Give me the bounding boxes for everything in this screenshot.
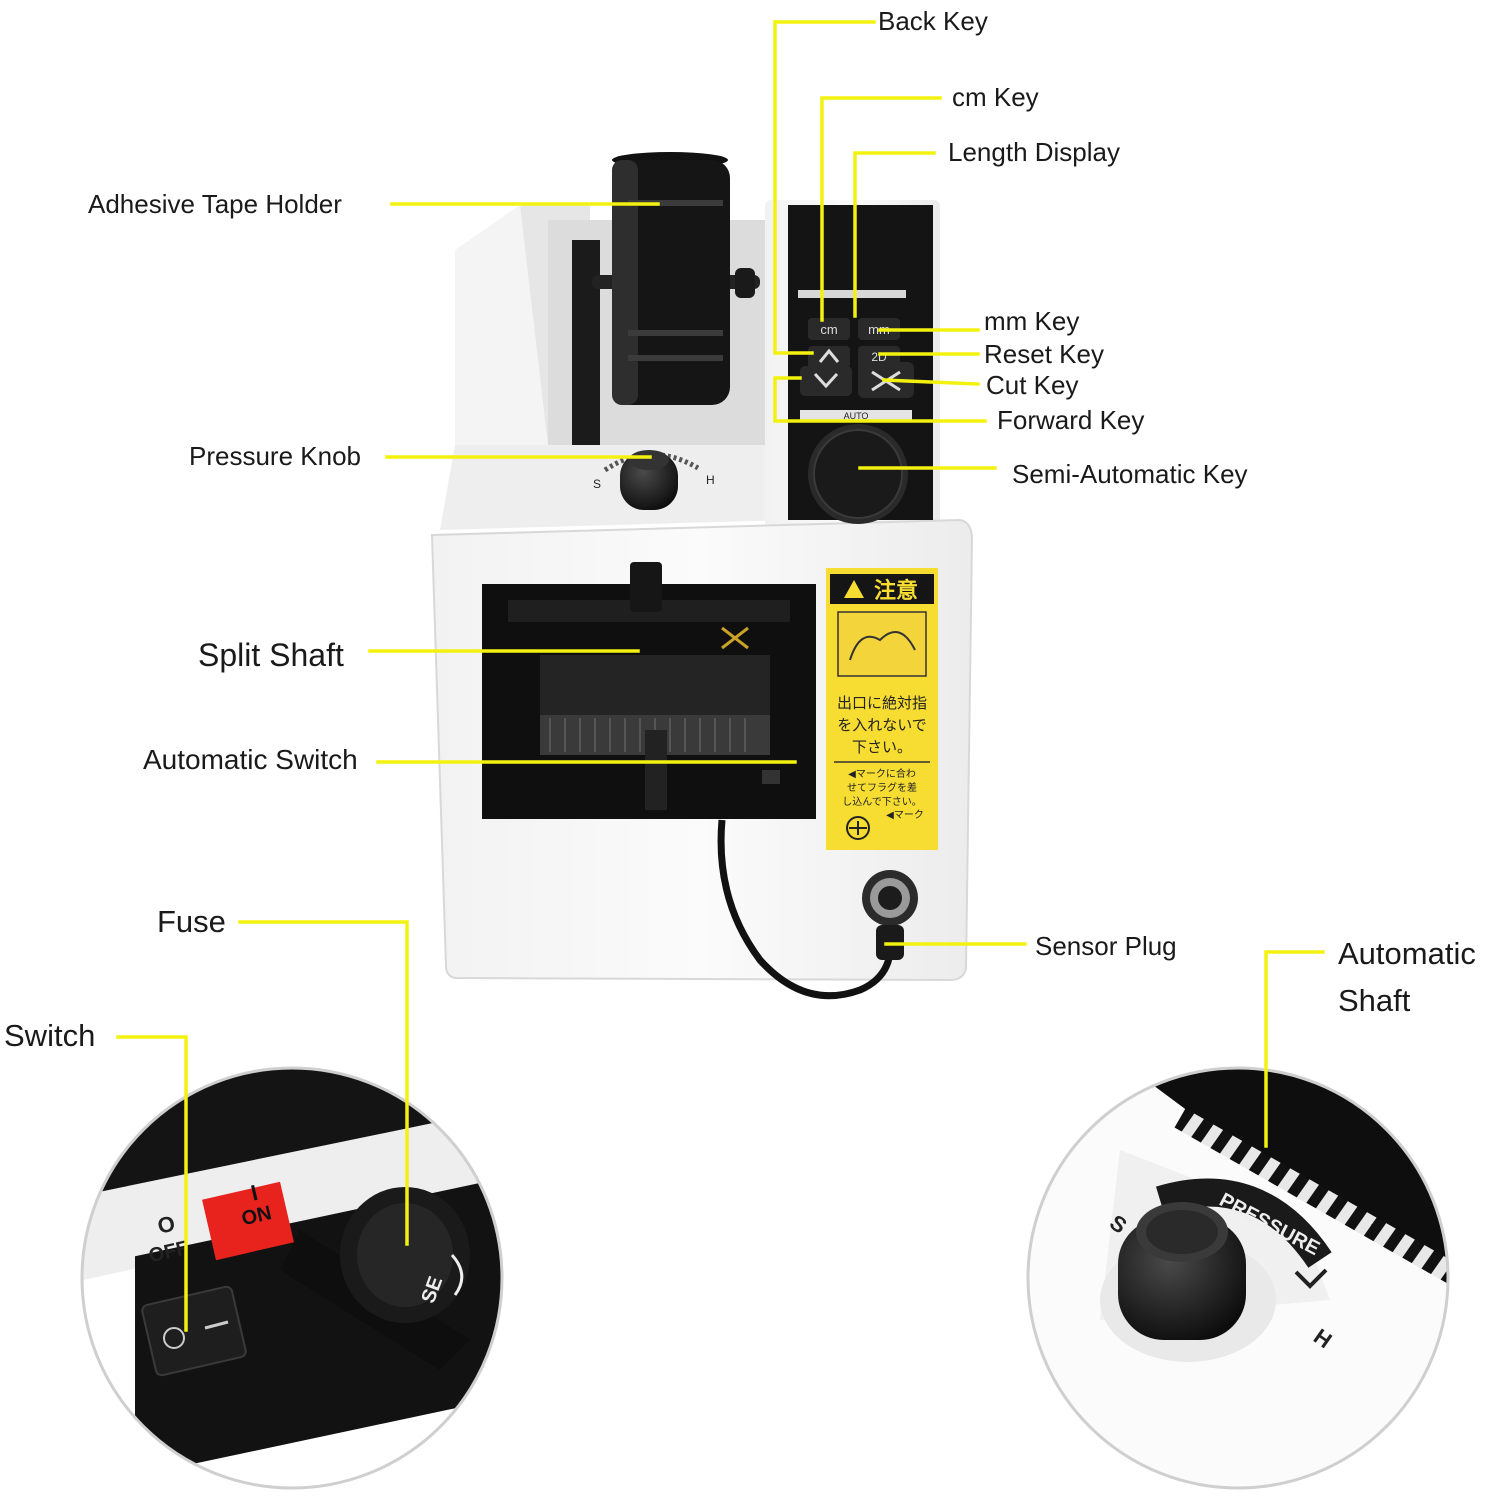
- warning-small-2: せてフラグを差: [847, 781, 917, 794]
- warning-line-1: 出口に絶対指: [837, 695, 927, 712]
- label-sensor-plug: Sensor Plug: [1035, 931, 1177, 961]
- leader-cm-key: [820, 96, 942, 322]
- keypad-reset-marking: 2D: [871, 350, 887, 364]
- dispensing-window: [482, 562, 816, 819]
- leader-back-key: [773, 20, 876, 355]
- sensor-cable: [717, 819, 918, 1000]
- label-forward-key: Forward Key: [997, 405, 1145, 435]
- control-panel: cm mm 2D AUTO: [788, 205, 933, 524]
- leader-switch: [116, 1035, 188, 1332]
- label-length-display: Length Display: [948, 137, 1120, 167]
- pressure-knob-main: S H: [593, 450, 715, 510]
- label-automatic-shaft-line-2: Shaft: [1338, 983, 1411, 1018]
- label-back-key: Back Key: [878, 6, 988, 36]
- leader-cut-key: [882, 378, 980, 386]
- keypad-cm-marking: cm: [820, 322, 837, 337]
- label-pressure-knob: Pressure Knob: [189, 441, 361, 471]
- label-adhesive-tape-holder: Adhesive Tape Holder: [88, 189, 342, 219]
- knob-h-marking: H: [706, 473, 715, 487]
- label-automatic-shaft-line-1: Automatic: [1338, 936, 1476, 971]
- label-semi-automatic-key: Semi-Automatic Key: [1012, 459, 1248, 489]
- leader-fuse: [238, 920, 409, 1246]
- warning-small-4: ◀マーク: [886, 809, 924, 821]
- label-fuse: Fuse: [157, 904, 226, 939]
- warning-small-1: ◀マークに合わ: [848, 767, 916, 780]
- tape-reel: [592, 152, 760, 405]
- leader-lines: [116, 20, 1325, 1332]
- label-reset-key: Reset Key: [984, 339, 1104, 369]
- knob-s-marking: S: [593, 477, 601, 491]
- leader-forward-key: [773, 376, 987, 423]
- warning-line-2: を入れないで: [837, 717, 927, 734]
- leader-length-display: [853, 151, 936, 318]
- detail-circle-switch-fuse: I ON O OFF SE: [80, 1066, 504, 1490]
- warning-line-3: 下さい。: [852, 739, 912, 756]
- detail-circle-pressure-knob: S H PRESSURE: [1026, 1066, 1450, 1490]
- keypad-auto-marking: AUTO: [844, 411, 869, 421]
- switch-on-mark: I: [249, 1180, 261, 1206]
- label-split-shaft: Split Shaft: [198, 637, 344, 673]
- label-switch: Switch: [4, 1018, 96, 1053]
- warning-title: 注意: [874, 578, 918, 603]
- leader-automatic-shaft: [1264, 950, 1325, 1148]
- label-automatic-switch: Automatic Switch: [143, 744, 358, 775]
- warning-small-3: し込んで下さい。: [842, 796, 922, 808]
- label-cm-key: cm Key: [952, 82, 1039, 112]
- warning-label: 注意 出口に絶対指 を入れないで 下さい。 ◀マークに合わ せてフラグを差 し込…: [826, 568, 938, 850]
- switch-off-mark: O: [155, 1211, 177, 1239]
- label-cut-key: Cut Key: [986, 370, 1079, 400]
- label-mm-key: mm Key: [984, 306, 1080, 336]
